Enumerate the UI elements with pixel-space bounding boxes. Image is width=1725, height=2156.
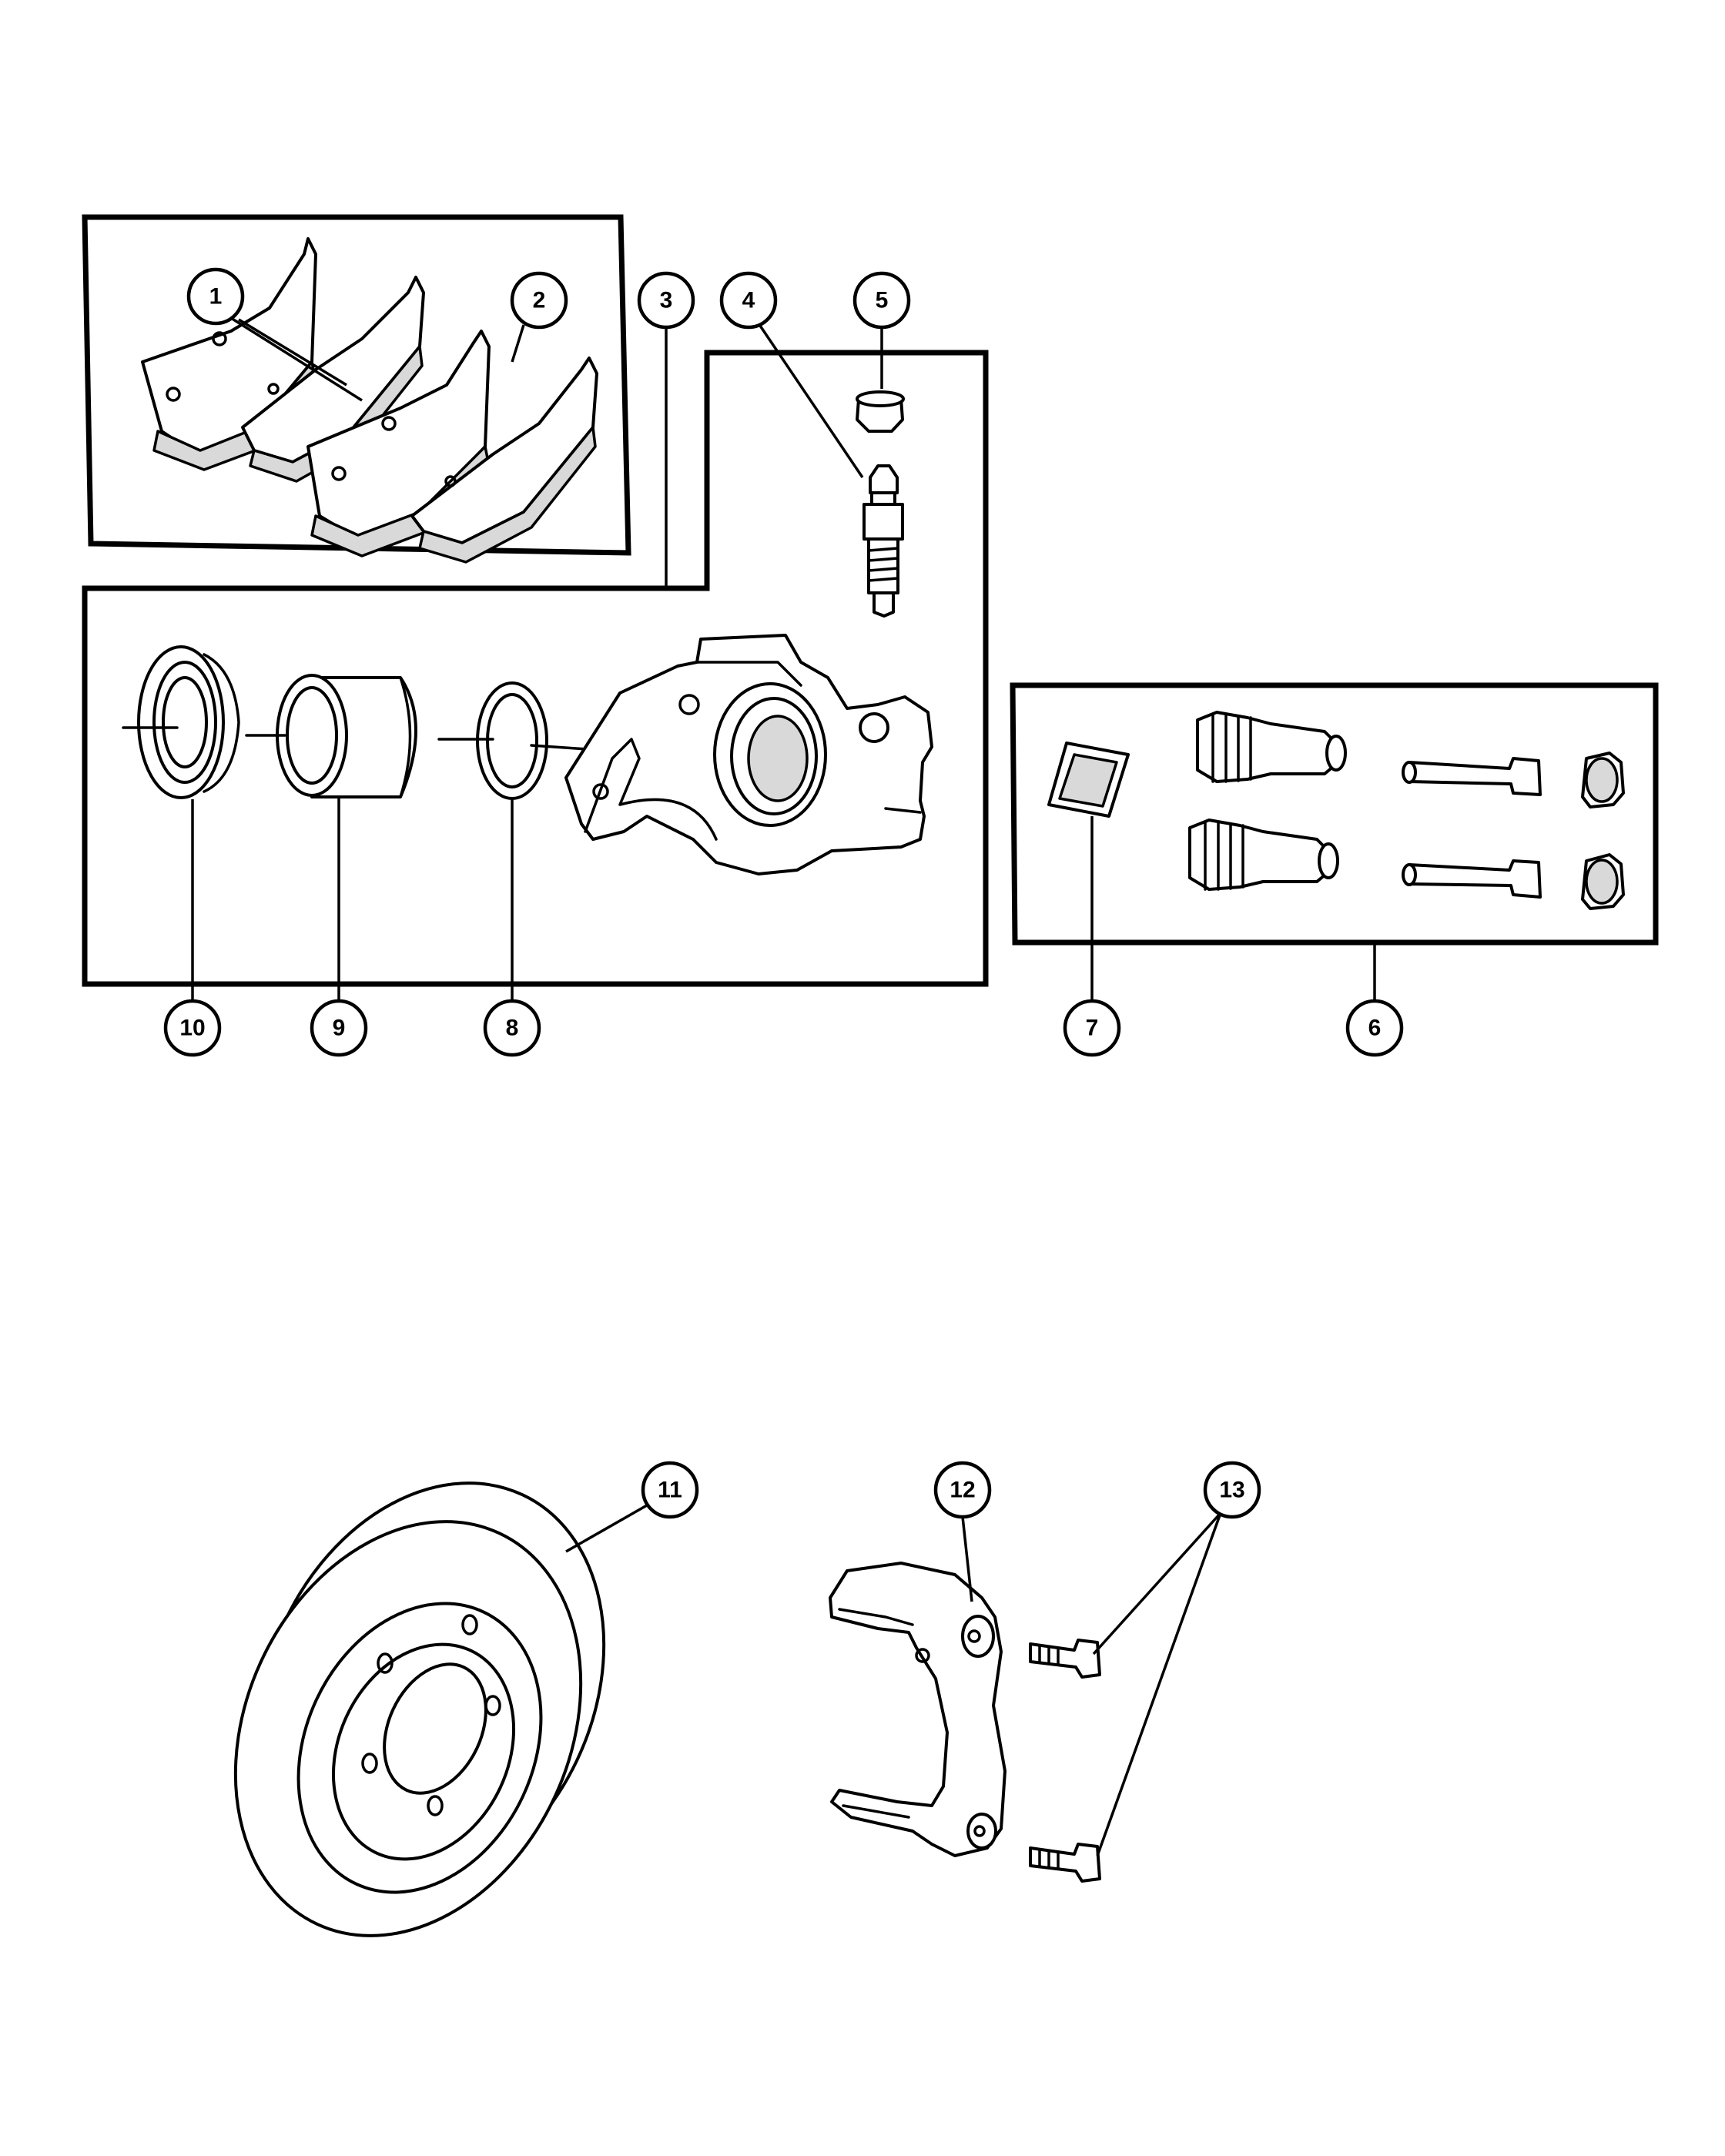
guide-pin-bolt-lower	[1402, 859, 1542, 899]
bleeder-screw-cap	[856, 390, 905, 433]
guide-pin-bushing-upper	[1196, 711, 1347, 783]
callout-8: 8	[483, 999, 541, 1057]
caliper-hardware-kit-box	[1010, 682, 1659, 946]
guide-pin-bushing-lower	[1188, 819, 1339, 891]
leader-lines	[191, 316, 1376, 1856]
piston-dust-boot	[137, 645, 240, 799]
callout-11: 11	[641, 1461, 699, 1519]
svg-text:5: 5	[876, 288, 889, 313]
caliper-adapter	[829, 1562, 1007, 1857]
adapter-bolt-upper	[1029, 1639, 1101, 1679]
callout-6: 6	[1345, 999, 1404, 1057]
piston-seal	[476, 681, 548, 800]
svg-text:8: 8	[506, 1016, 519, 1041]
assembly-axis-line	[122, 726, 779, 764]
caliper-piston	[276, 674, 417, 798]
caliper-housing	[564, 634, 933, 875]
callout-9: 9	[310, 999, 368, 1057]
callout-2: 2	[510, 271, 568, 330]
brake-pad-kit-box	[82, 214, 631, 556]
svg-text:3: 3	[660, 288, 673, 313]
callout-13: 13	[1203, 1461, 1261, 1519]
svg-text:11: 11	[658, 1478, 682, 1503]
svg-text:9: 9	[333, 1016, 346, 1041]
guide-pin-bolt-upper	[1402, 757, 1542, 796]
svg-text:13: 13	[1219, 1478, 1244, 1503]
svg-text:7: 7	[1086, 1016, 1099, 1041]
svg-text:10: 10	[179, 1016, 205, 1041]
callout-12: 12	[933, 1461, 992, 1519]
svg-text:1: 1	[209, 284, 223, 310]
guide-pin-cap-lower	[1581, 853, 1625, 910]
callout-3: 3	[637, 271, 695, 330]
svg-text:4: 4	[742, 288, 755, 313]
guide-pin-cap-upper	[1581, 752, 1625, 808]
callout-4: 4	[719, 271, 778, 330]
bleeder-screw	[862, 464, 904, 618]
svg-text:2: 2	[533, 288, 546, 313]
brake-rotor	[233, 1481, 606, 1937]
svg-text:6: 6	[1368, 1016, 1382, 1041]
callout-5: 5	[852, 271, 911, 330]
callout-7: 7	[1063, 999, 1121, 1057]
brake-pad-set	[141, 237, 598, 564]
caliper-assembly-box	[82, 350, 989, 987]
lubricant-packet	[1047, 742, 1130, 818]
svg-text:12: 12	[950, 1478, 975, 1503]
callout-1: 1	[186, 267, 245, 326]
callout-10: 10	[163, 999, 222, 1057]
adapter-bolt-lower	[1029, 1843, 1101, 1883]
